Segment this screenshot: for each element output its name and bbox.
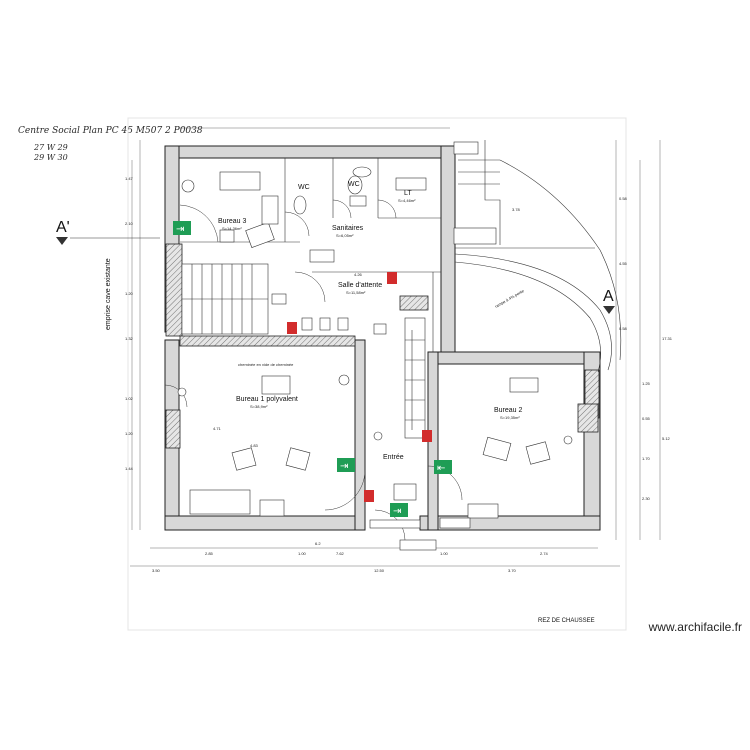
- section-marker-left: A': [56, 219, 160, 245]
- handwritten-title: Centre Social Plan PC 45 M507 2 P0038: [18, 126, 203, 136]
- rez-de-chaussee-label: REZ DE CHAUSSEE: [538, 618, 595, 624]
- bureau1-furniture: [177, 374, 383, 517]
- extinguishers: [287, 272, 432, 502]
- extinguisher-icon: [287, 322, 297, 334]
- room-area-bureau3: S=14,36m²: [222, 226, 242, 231]
- outer-dimension-lines: [130, 127, 661, 567]
- room-area-bureau1: S=38,9m²: [250, 404, 268, 409]
- room-name-bureau1: Bureau 1 polyvalent: [236, 396, 298, 403]
- dim-bottom-2: 1.00: [298, 551, 307, 556]
- room-area-bureau2: S=19,35m²: [500, 415, 520, 420]
- svg-text:⇥: ⇥: [340, 461, 348, 472]
- extinguisher-icon: [364, 490, 374, 502]
- handwritten-ref-2: 29 W 30: [33, 153, 68, 162]
- dim-interior-1: 4.83: [250, 443, 259, 448]
- cheminee-label: cheminée en vide de cheminée: [238, 362, 294, 367]
- section-marker-right: A: [603, 288, 615, 314]
- rampe-label: rampe à 4% pente: [494, 288, 525, 309]
- dim-bottom-5: 2.74: [540, 551, 549, 556]
- door-swings: [164, 199, 463, 541]
- handwritten-ref-1: 27 W 29: [33, 143, 68, 152]
- bureau2-furniture: [467, 377, 573, 519]
- dim-right-1: 0.58: [619, 196, 628, 201]
- hatched-walls: [165, 243, 600, 449]
- dim-bottom-3: 7.62: [336, 551, 345, 556]
- room-area-sanitaires: S=6,05m²: [336, 233, 354, 238]
- dim-left-6: 1.20: [125, 431, 134, 436]
- dim-interior-3: 3.78: [512, 207, 521, 212]
- dimension-labels: 2.85 1.00 7.62 1.00 2.74 3.50 12.50 3.70…: [125, 176, 673, 573]
- dim-left-2: 2.10: [125, 221, 134, 226]
- exit-sign-icon: ⇤: [434, 460, 452, 474]
- dim-interior-4: 4.26: [354, 272, 363, 277]
- dim-left-5: 1.02: [125, 396, 134, 401]
- svg-text:⇥: ⇥: [176, 224, 184, 235]
- dim-bottom-1: 2.85: [205, 551, 214, 556]
- bureau3-furniture: [181, 171, 279, 248]
- room-name-entree: Entrée: [383, 454, 404, 461]
- room-name-salle-attente: Salle d'attente: [338, 282, 382, 289]
- wc-fixtures: [293, 166, 427, 263]
- dim-left-4: 1.32: [125, 336, 134, 341]
- entrance-stair: [404, 317, 426, 439]
- exit-signs: ⇥ ⇥ ⇤ ⇥: [173, 221, 452, 517]
- dim-interior-2: 4.71: [213, 426, 222, 431]
- dim-bottom2-1: 3.50: [152, 568, 161, 573]
- room-area-lt: S=4,46m²: [398, 198, 416, 203]
- room-labels: Bureau 3 S=14,36m² WC WC LT S=4,46m² San…: [218, 181, 523, 461]
- dim-right-9: 17.31: [662, 336, 673, 341]
- dim-interior-5: 6.2: [315, 541, 321, 546]
- waiting-room-furniture: [271, 293, 387, 335]
- dim-bottom-4: 1.00: [440, 551, 449, 556]
- interior-walls: [180, 158, 595, 352]
- room-name-bureau2: Bureau 2: [494, 407, 523, 414]
- room-name-wc1: WC: [298, 184, 310, 191]
- entrance-details: [369, 483, 471, 551]
- room-name-wc2: WC: [348, 181, 360, 188]
- section-label-right: A: [603, 288, 614, 305]
- extinguisher-icon: [422, 430, 432, 442]
- dim-left-1: 1.47: [125, 176, 134, 181]
- dim-right-4: 1.25: [642, 381, 651, 386]
- dim-right-7: 2.30: [642, 496, 651, 501]
- room-area-salle-attente: S=11,58m²: [346, 290, 366, 295]
- dim-left-7: 1.44: [125, 466, 134, 471]
- dim-bottom2-3: 3.70: [508, 568, 517, 573]
- section-label-left: A': [56, 219, 70, 236]
- svg-text:⇤: ⇤: [437, 463, 445, 474]
- dim-right-3: 0.58: [619, 326, 628, 331]
- room-name-bureau3: Bureau 3: [218, 218, 247, 225]
- watermark-text: www.archifacile.fr: [648, 620, 742, 634]
- room-name-lt: LT: [404, 190, 412, 197]
- dim-right-2: 4.55: [619, 261, 628, 266]
- exit-sign-icon: ⇥: [173, 221, 191, 235]
- exterior-ramp: [453, 140, 622, 373]
- dim-right-6: 1.70: [642, 456, 651, 461]
- room-name-sanitaires: Sanitaires: [332, 225, 364, 232]
- dim-bottom2-2: 12.50: [374, 568, 385, 573]
- extinguisher-icon: [387, 272, 397, 284]
- exit-sign-icon: ⇥: [390, 503, 408, 517]
- emprise-cave-label: emprise cave existante: [105, 258, 112, 330]
- svg-text:⇥: ⇥: [393, 506, 401, 517]
- dim-left-3: 1.20: [125, 291, 134, 296]
- dim-right-8: 5.12: [662, 436, 671, 441]
- staircase: [181, 263, 269, 335]
- dim-right-5: 0.55: [642, 416, 651, 421]
- exit-sign-icon: ⇥: [337, 458, 355, 472]
